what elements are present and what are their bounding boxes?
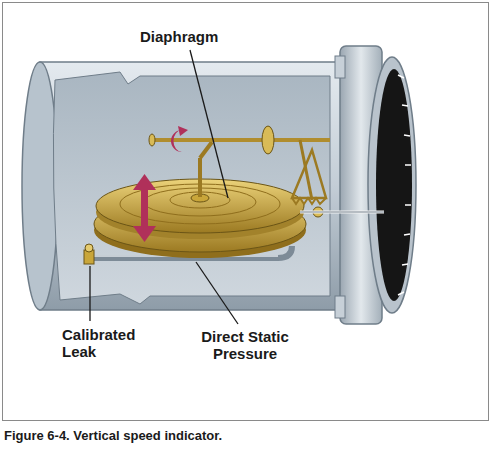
calibrated-leak (84, 244, 94, 264)
linkage (149, 126, 384, 217)
callout-label: Calibrated Leak (62, 326, 150, 360)
housing (22, 62, 350, 310)
motion-arrows (133, 126, 188, 242)
dial-bezel (335, 46, 416, 324)
leader-lines (90, 50, 238, 324)
diaphragm (94, 142, 306, 258)
callout-label: Direct Static Pressure (186, 328, 304, 362)
callout-label: Diaphragm (140, 28, 260, 45)
figure-caption: Figure 6-4. Vertical speed indicator. (4, 428, 222, 444)
